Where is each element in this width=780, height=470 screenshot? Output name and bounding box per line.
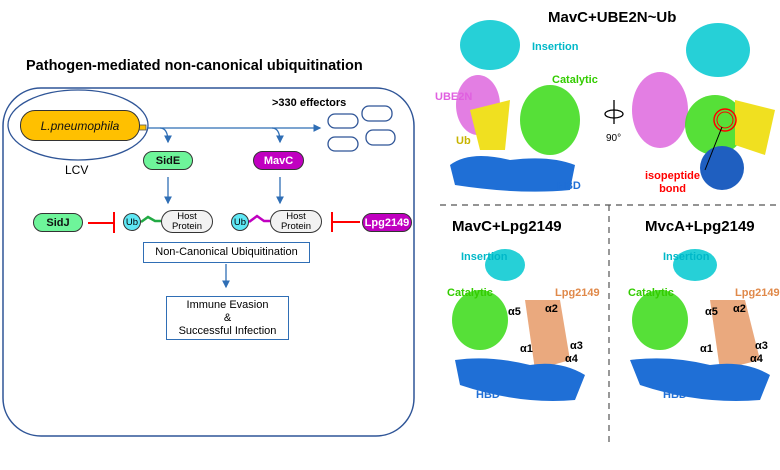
mavc-label-a1: α1: [520, 343, 533, 355]
host-line1: Host: [177, 211, 197, 222]
label-ube2n: UBE2N: [435, 91, 473, 103]
sidj-inhibition: [88, 212, 115, 233]
mavc-label-insertion: Insertion: [461, 251, 508, 263]
branch-arrow-side: [159, 127, 172, 144]
structure-mavc-ube2n-ub-rotated: [632, 23, 775, 190]
branch-arrow-mavc: [271, 127, 284, 144]
lpg2149-inhibition: [331, 212, 360, 232]
rotation-label: 90°: [606, 133, 622, 144]
mavc-label-hbd: HBD: [476, 389, 500, 401]
mavc-lpg2149-title: MavC+Lpg2149: [452, 218, 562, 235]
structure-mvca-lpg2149: [630, 249, 770, 401]
outcome-box: Immune Evasion & Successful Infection: [166, 296, 289, 340]
label-catalytic: Catalytic: [552, 74, 598, 86]
outcome-line3: Successful Infection: [178, 325, 277, 337]
mvca-label-a4: α4: [750, 353, 763, 365]
mavc-label-a5: α5: [508, 306, 521, 318]
mvca-lpg2149-title: MvcA+Lpg2149: [645, 218, 755, 235]
rotation-icon: [604, 100, 624, 124]
label-insertion: Insertion: [532, 41, 579, 53]
side-effector: SidE: [143, 151, 193, 170]
mvca-label-insertion: Insertion: [663, 251, 710, 263]
label-ub: Ub: [456, 135, 471, 147]
host-line1: Host: [286, 211, 306, 222]
bacterium-l-pneumophila: L.pneumophila: [20, 110, 140, 141]
structure-mavc-ube2n-ub-front: [450, 20, 580, 192]
isopeptide-linker: [248, 214, 270, 223]
diagram-title: Pathogen-mediated non-canonical ubiquiti…: [26, 58, 363, 74]
mavc-effector: MavC: [253, 151, 304, 170]
mvca-label-a5: α5: [705, 306, 718, 318]
sidj-effector: SidJ: [33, 213, 83, 232]
ubiquitin-left: Ub: [123, 213, 141, 231]
mavc-label-a2: α2: [545, 303, 558, 315]
mvca-label-a1: α1: [700, 343, 713, 355]
label-hbd: HBD: [557, 180, 581, 192]
mavc-label-lpg2149: Lpg2149: [555, 287, 600, 299]
outcome-line1: Immune Evasion: [186, 299, 269, 311]
noncanonical-box: Non-Canonical Ubiquitination: [143, 242, 310, 263]
outcome-line2: &: [223, 312, 232, 324]
mavc-label-catalytic: Catalytic: [447, 287, 493, 299]
mavc-label-a4: α4: [565, 353, 578, 365]
lcv-label: LCV: [65, 163, 89, 177]
lcv-vacuole: [7, 89, 149, 161]
mvca-label-hbd: HBD: [663, 389, 687, 401]
host-line2: Protein: [280, 221, 312, 232]
effector-ovals: [327, 105, 396, 152]
mvca-label-lpg2149: Lpg2149: [735, 287, 780, 299]
top-panel-title: MavC+UBE2N~Ub: [548, 9, 677, 26]
structure-mavc-lpg2149: [452, 249, 585, 401]
mvca-label-a2: α2: [733, 303, 746, 315]
host-cell-outline: [2, 87, 415, 437]
effectors-label: >330 effectors: [272, 97, 347, 109]
ubiquitin-right: Ub: [231, 213, 249, 231]
mavc-label-a3: α3: [570, 340, 583, 352]
isopeptide-line2: bond: [659, 183, 686, 195]
host-line2: Protein: [171, 221, 203, 232]
lpg2149-effector: Lpg2149: [362, 213, 412, 232]
mvca-label-catalytic: Catalytic: [628, 287, 674, 299]
phosphoribosyl-linker: [140, 215, 161, 224]
mvca-label-a3: α3: [755, 340, 768, 352]
isopeptide-line1: isopeptide: [645, 170, 701, 182]
